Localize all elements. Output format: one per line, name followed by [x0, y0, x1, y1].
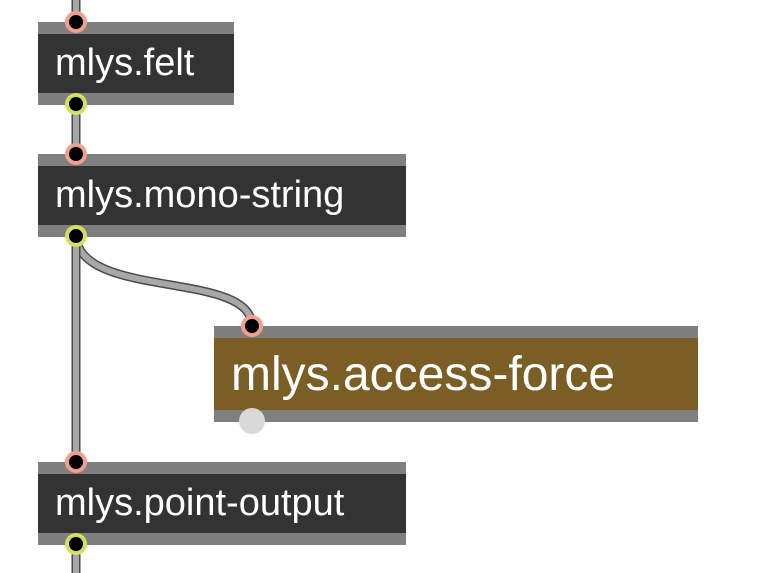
object-mlys-access-force[interactable]: mlys.access-force — [214, 326, 698, 422]
object-label: mlys.felt — [38, 34, 234, 93]
patch-cord-mono-string-to-access-force[interactable] — [73, 233, 255, 329]
object-label: mlys.mono-string — [38, 166, 406, 225]
object-mlys-point-output[interactable]: mlys.point-output — [38, 462, 406, 545]
object-label: mlys.access-force — [214, 338, 698, 410]
object-mlys-mono-string[interactable]: mlys.mono-string — [38, 154, 406, 237]
object-mlys-felt[interactable]: mlys.felt — [38, 22, 234, 105]
object-label: mlys.point-output — [38, 474, 406, 533]
